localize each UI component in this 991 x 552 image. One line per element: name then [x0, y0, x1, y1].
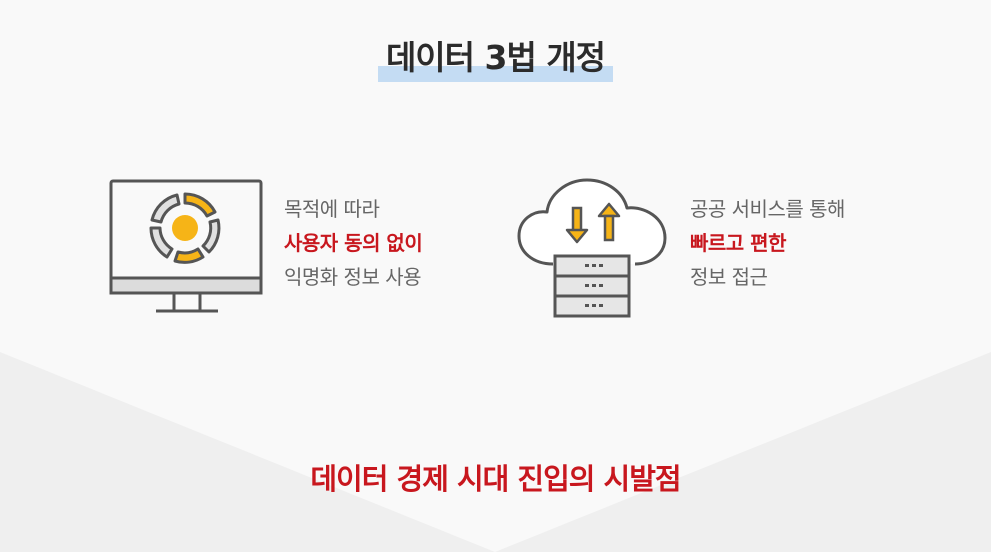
- left-description: 목적에 따라 사용자 동의 없이 익명화 정보 사용: [284, 192, 423, 294]
- left-line-2-highlight: 사용자 동의 없이: [284, 231, 423, 255]
- right-line-3: 정보 접근: [690, 265, 768, 289]
- left-line-3: 익명화 정보 사용: [284, 265, 422, 289]
- monitor-chart-icon: [109, 179, 263, 313]
- right-description: 공공 서비스를 통해 빠르고 편한 정보 접근: [690, 192, 845, 294]
- footer-headline: 데이터 경제 시대 진입의 시발점: [310, 462, 681, 496]
- cloud-server-icon: [517, 178, 667, 318]
- page-title: 데이터 3법 개정: [377, 36, 614, 82]
- title-container: 데이터 3법 개정: [0, 36, 991, 82]
- left-line-1: 목적에 따라: [284, 197, 380, 221]
- right-line-2-highlight: 빠르고 편한: [690, 231, 786, 255]
- right-line-1: 공공 서비스를 통해: [690, 197, 845, 221]
